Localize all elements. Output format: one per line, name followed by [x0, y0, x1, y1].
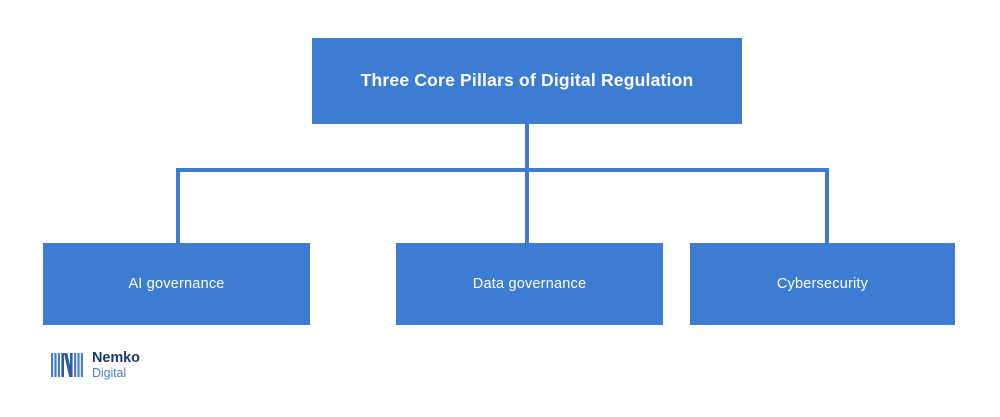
nemko-n-mark-icon	[51, 353, 83, 377]
logo-subtitle: Digital	[92, 365, 127, 380]
node-data-governance-label: Data governance	[472, 275, 587, 292]
node-cybersecurity[interactable]: Cybersecurity	[690, 243, 955, 325]
node-ai-governance[interactable]: AI governance	[43, 243, 310, 325]
node-root-three-core-pillars[interactable]: Three Core Pillars of Digital Regulation	[312, 38, 742, 124]
connector-bus-to-ai-governance	[176, 168, 180, 243]
logo-name: Nemko	[92, 350, 140, 366]
node-cybersecurity-label: Cybersecurity	[776, 275, 869, 292]
connector-root-to-bus	[525, 124, 529, 243]
brand-logo: Nemko Digital	[50, 348, 140, 382]
node-data-governance[interactable]: Data governance	[396, 243, 663, 325]
connector-horizontal-bus	[176, 168, 829, 172]
node-ai-governance-label: AI governance	[128, 275, 225, 292]
connector-bus-to-cybersecurity	[825, 168, 829, 243]
logo-wordmark: Nemko Digital	[92, 351, 140, 379]
node-root-label: Three Core Pillars of Digital Regulation	[360, 70, 694, 91]
